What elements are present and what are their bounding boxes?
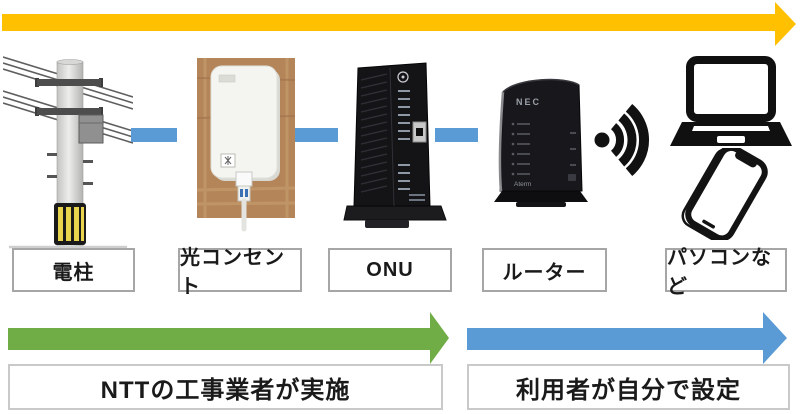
caption-ntt-installation: NTTの工事業者が実施 xyxy=(8,364,443,410)
label-pc: パソコンなど xyxy=(665,247,787,298)
onu-photo xyxy=(343,62,447,228)
caption-user-setup: 利用者が自分で設定 xyxy=(467,364,790,410)
connector-dash xyxy=(131,128,177,142)
label-onu: ONU xyxy=(328,248,452,292)
label-router: ルーター xyxy=(482,248,607,292)
router-photo: NEC Aterm xyxy=(494,78,588,207)
wifi-signal-icon xyxy=(594,103,650,177)
utility-pole-icon xyxy=(3,56,133,249)
connector-dash xyxy=(295,128,338,142)
label-utility-pole: 電柱 xyxy=(12,248,135,292)
connector-dash xyxy=(435,128,478,142)
smartphone-icon xyxy=(681,148,768,240)
label-optical-outlet-text: 光コンセント xyxy=(180,247,285,298)
install-phase-arrow xyxy=(8,312,449,364)
laptop-icon xyxy=(670,56,792,146)
router-brand-text: NEC xyxy=(516,97,541,107)
label-router-text: ルーター xyxy=(502,261,587,284)
caption-user-setup-text: 利用者が自分で設定 xyxy=(516,376,741,404)
label-onu-text: ONU xyxy=(366,258,414,281)
label-optical-outlet: 光コンセント xyxy=(178,247,302,298)
router-model-text: Aterm xyxy=(514,181,531,188)
top-flow-arrow xyxy=(2,2,796,46)
label-utility-pole-text: 電柱 xyxy=(52,261,95,284)
label-pc-text: パソコンなど xyxy=(667,247,772,298)
optical-outlet-photo xyxy=(197,58,295,232)
caption-ntt-installation-text: NTTの工事業者が実施 xyxy=(100,376,351,404)
user-phase-arrow xyxy=(467,312,787,364)
